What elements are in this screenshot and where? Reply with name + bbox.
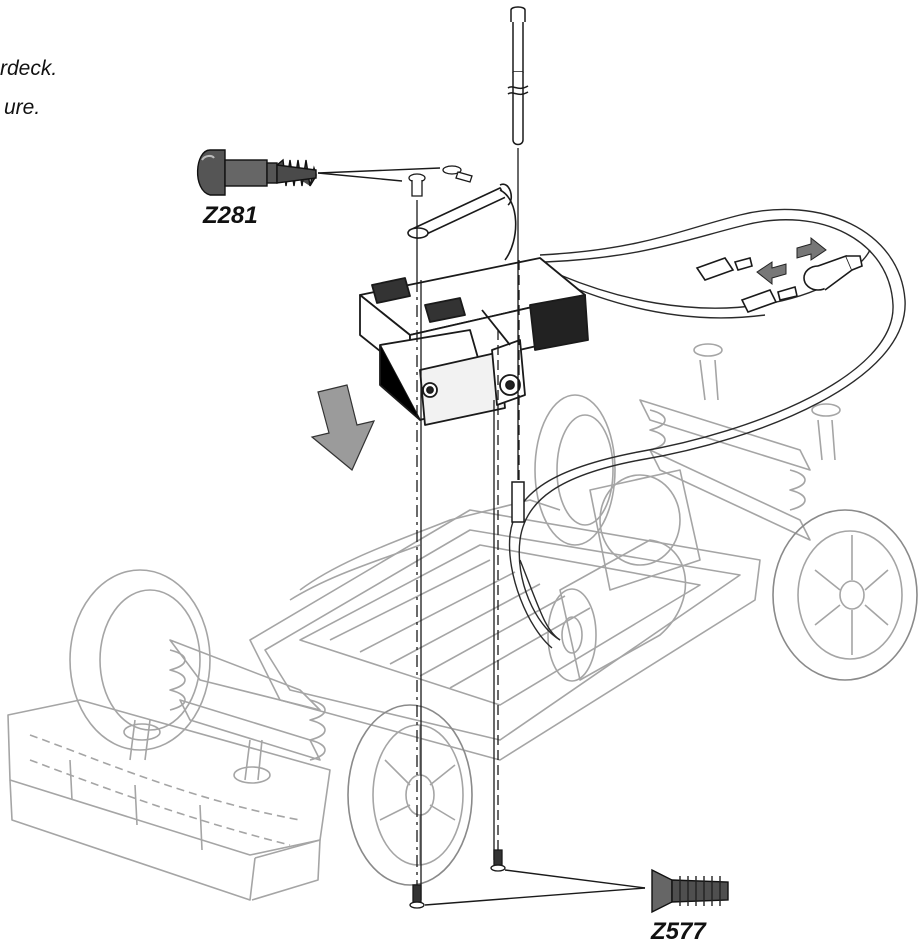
part-label-z577: Z577 xyxy=(651,918,706,945)
shoulder-screw-icon xyxy=(196,149,317,196)
arrow-left-icon xyxy=(756,261,787,286)
antenna-tube xyxy=(507,6,529,523)
assembly-guide-lines xyxy=(416,200,520,900)
chassis-drawing xyxy=(7,343,918,901)
callout-lines xyxy=(317,167,646,906)
instruction-line-1: rdeck. xyxy=(0,57,58,80)
countersunk-screw-icon xyxy=(651,868,729,914)
wire-connectors xyxy=(695,254,863,313)
receiver-module xyxy=(359,257,589,426)
connect-arrows xyxy=(756,236,827,286)
arrow-right-icon xyxy=(796,236,827,261)
down-arrow-icon xyxy=(310,384,376,471)
mounting-bar xyxy=(407,183,517,261)
part-label-z281: Z281 xyxy=(203,202,258,229)
screws-installed xyxy=(408,165,506,909)
instruction-line-2: ure. xyxy=(4,96,41,119)
